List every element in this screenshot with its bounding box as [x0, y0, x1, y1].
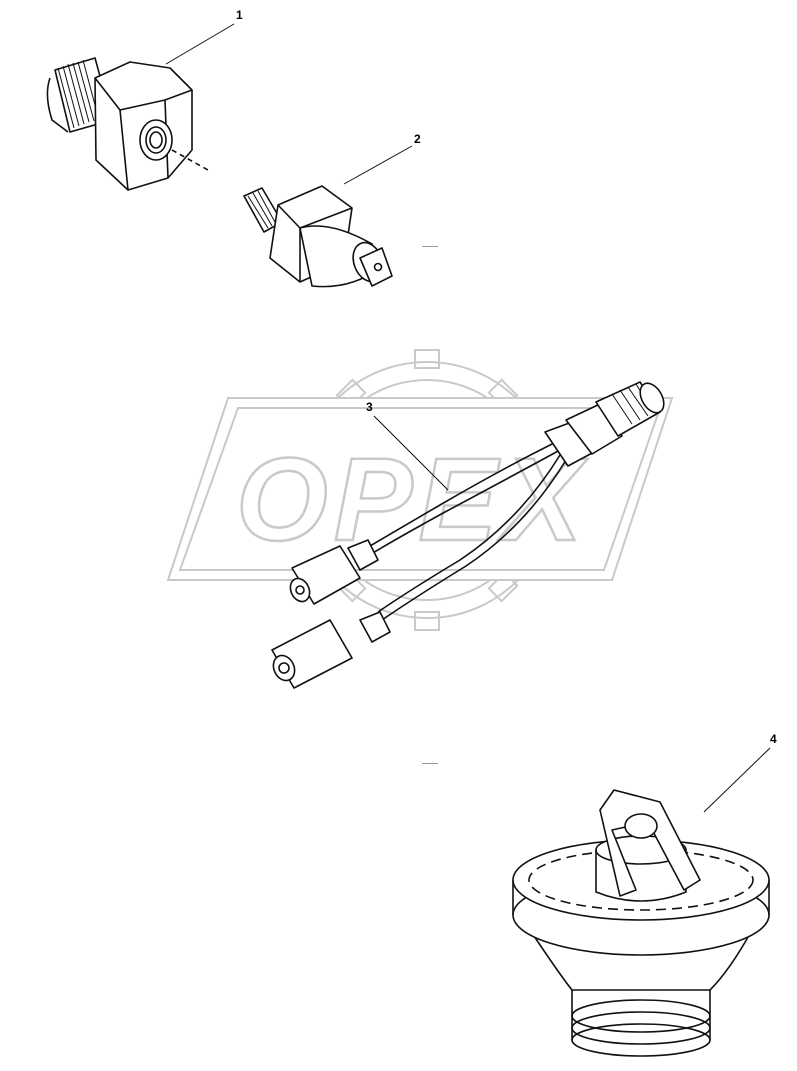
leader-4: [703, 747, 771, 813]
part-2-pressure-switch: [243, 185, 393, 288]
leader-3: [373, 415, 449, 491]
dash-mark-upper: [422, 246, 438, 247]
part-4-thermostat: [512, 789, 770, 1057]
callout-3: 3: [366, 400, 373, 414]
opex-watermark: OPEX: [166, 349, 674, 631]
part-3-sensor-harness: [271, 381, 665, 689]
watermark-text: OPEX: [236, 434, 588, 566]
leader-2: [343, 145, 413, 185]
callout-2: 2: [414, 132, 421, 146]
dash-mark-lower: [422, 763, 438, 764]
part-1-hex-adapter: [46, 57, 209, 191]
callout-4: 4: [770, 732, 777, 746]
callout-leaders: [165, 23, 771, 813]
watermark-frame: [166, 397, 674, 581]
callout-1: 1: [236, 8, 243, 22]
leader-1: [165, 23, 235, 65]
